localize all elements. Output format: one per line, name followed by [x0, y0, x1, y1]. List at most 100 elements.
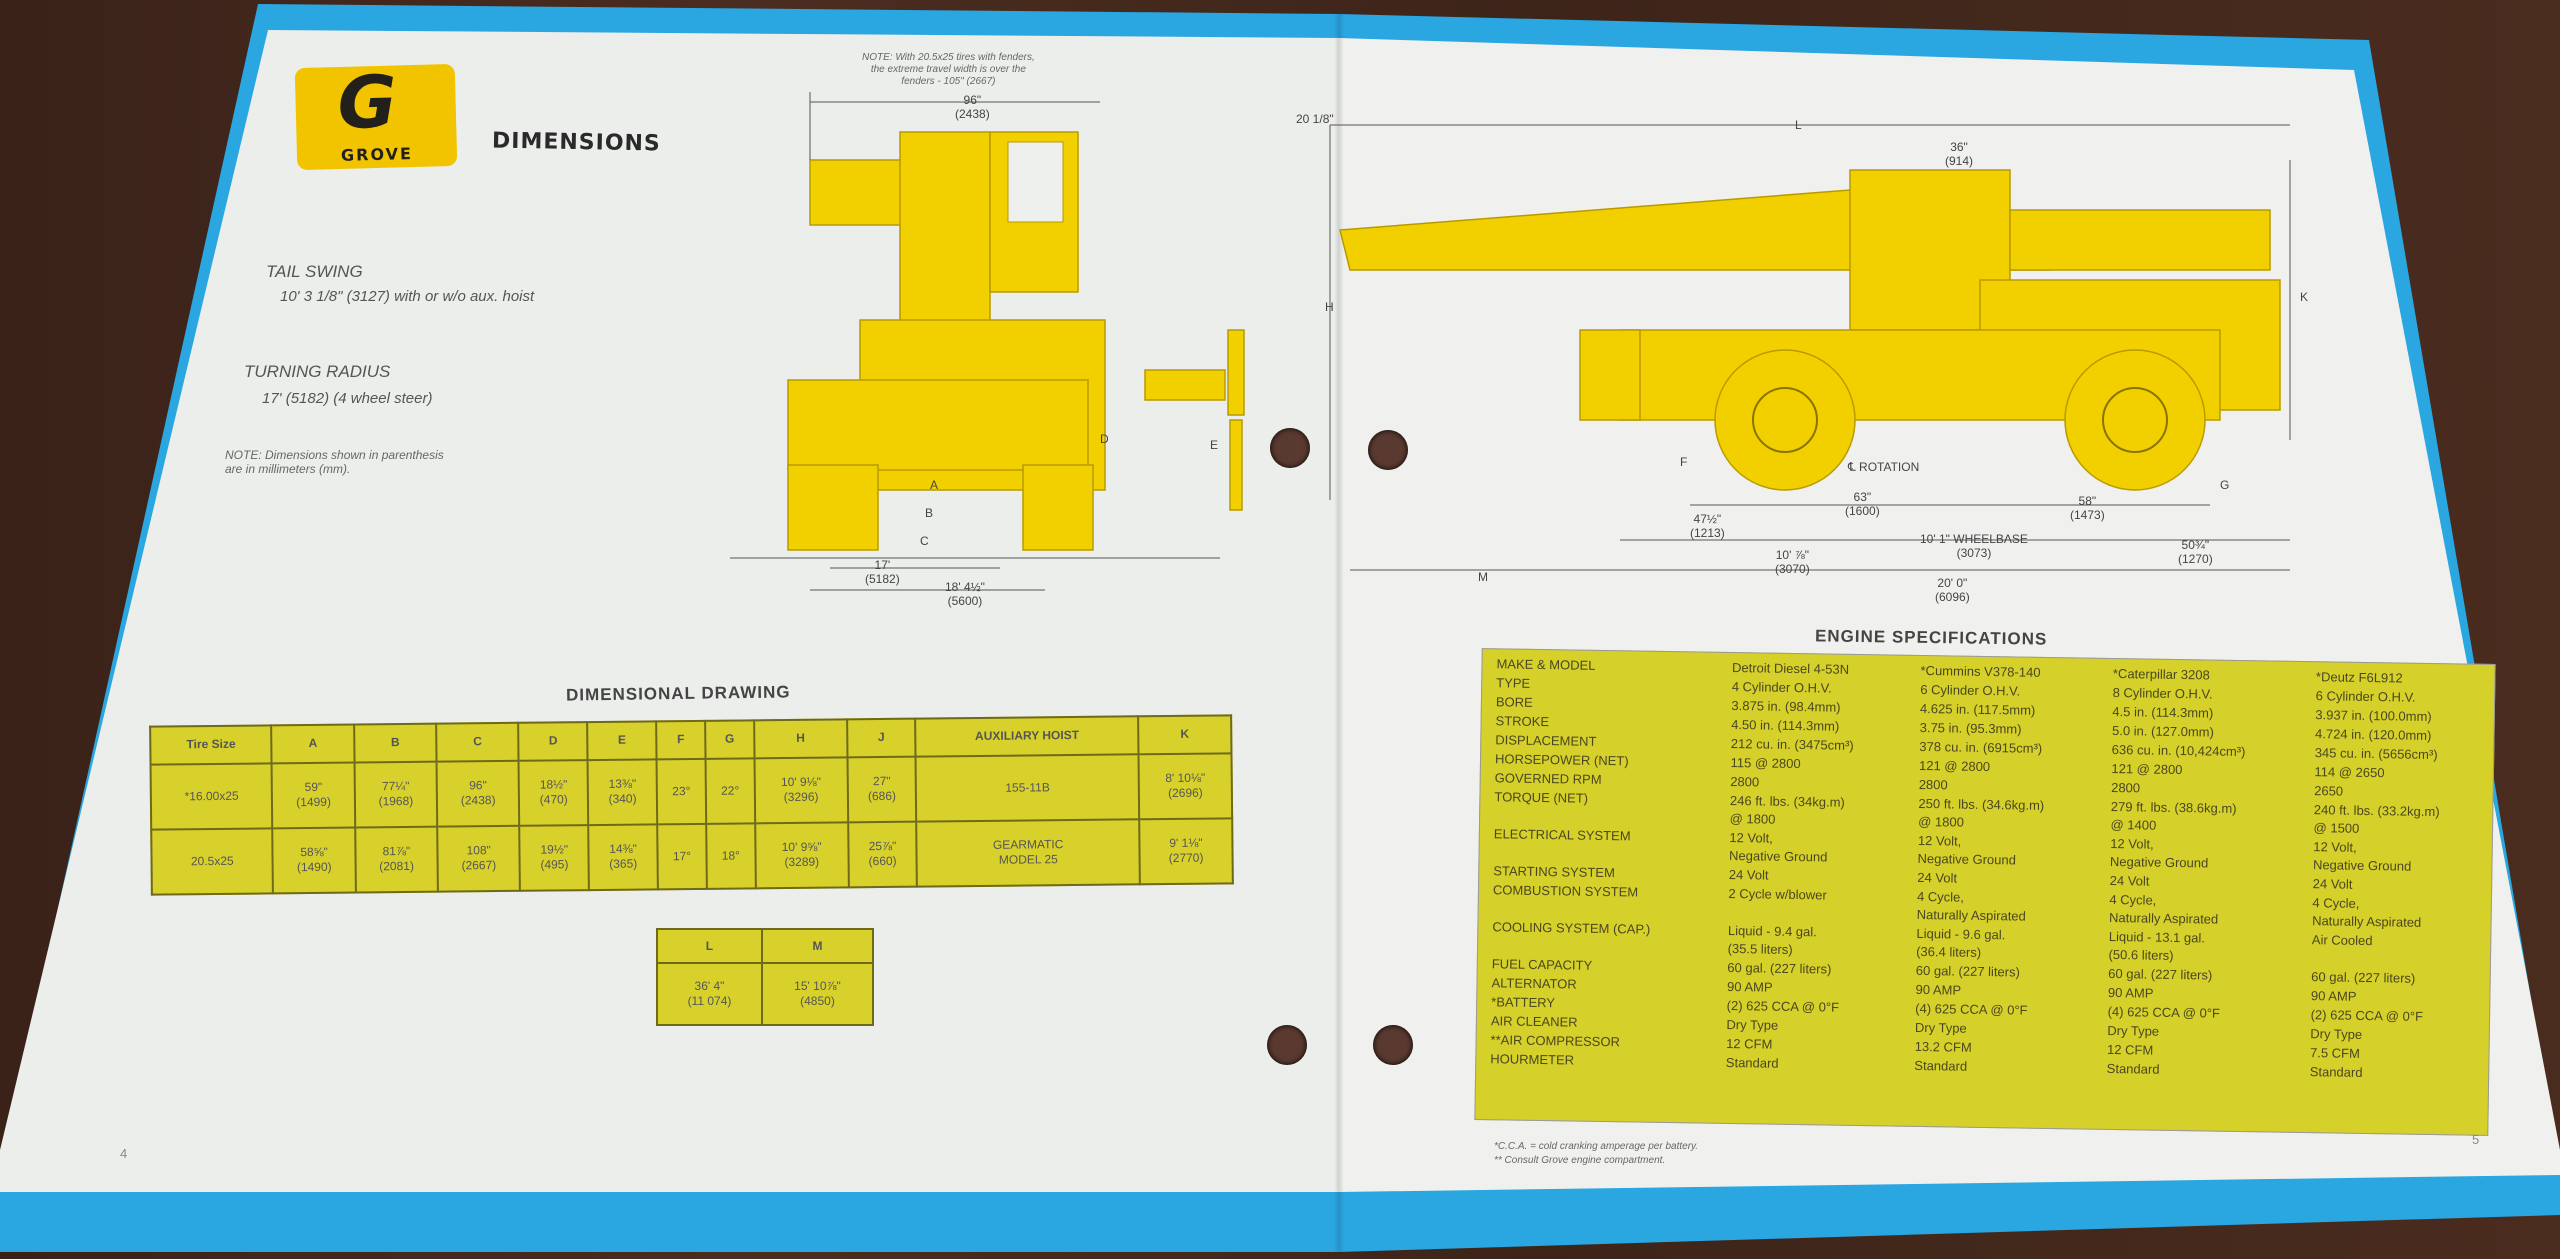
table-cell: 4 Cycle, Naturally Aspirated — [1916, 888, 2026, 924]
table-cell: Standard — [2106, 1060, 2160, 1077]
dim-b: B — [925, 506, 934, 520]
dim-overall: 20' 0" (6096) — [1935, 576, 1970, 604]
table-cell: 19½" (495) — [519, 825, 590, 891]
page-title: DIMENSIONS — [491, 128, 661, 157]
dim-l: L — [1795, 118, 1802, 132]
logo-word: GROVE — [340, 144, 414, 165]
rotation-label: ℄ ROTATION — [1848, 460, 1920, 474]
table-cell: Liquid - 9.4 gal. (35.5 liters) — [1727, 922, 1817, 957]
dim-47: 47½" (1213) — [1690, 512, 1725, 540]
crane-front-view-drawing — [730, 92, 1245, 591]
outrigger-beam — [1144, 369, 1226, 401]
table-cell: 14⅜" (365) — [588, 824, 658, 891]
left-tire — [787, 464, 879, 551]
table-cell: 9' 1⅛" (2770) — [1139, 818, 1233, 885]
table-cell: A — [271, 724, 355, 764]
table-cell: K — [1138, 715, 1232, 755]
boom-section — [809, 159, 903, 226]
table-cell: *16.00x25 — [150, 763, 273, 830]
table-cell: 13⅜" (340) — [587, 759, 658, 826]
turning-radius-label: TURNING RADIUS — [244, 362, 391, 381]
table-cell: HOURMETER — [1490, 1051, 1575, 1068]
dim-turning: 17' (5182) — [865, 558, 900, 586]
table-cell: 12 Volt, Negative Ground — [2109, 835, 2209, 871]
dim-f: F — [1680, 455, 1688, 469]
table-cell: 96" (2438) — [436, 760, 520, 827]
table-cell: 4 Cycle, Naturally Aspirated — [2108, 891, 2219, 927]
table-cell: 10' 9⅛" (3296) — [754, 757, 848, 824]
table-cell: Liquid - 9.6 gal. (36.4 liters) — [1916, 925, 2006, 960]
binder-hole — [1368, 430, 1408, 470]
table-cell: E — [587, 721, 657, 761]
binder-hole — [1267, 1025, 1307, 1065]
dimensional-drawing-title: DIMENSIONAL DRAWING — [565, 682, 791, 705]
table-cell: G — [705, 720, 755, 759]
table-cell: 20.5x25 — [151, 828, 274, 895]
outrigger-jack — [1227, 329, 1245, 416]
table-cell: 18° — [706, 823, 756, 889]
dim-wheelbase: 10' 1" WHEELBASE (3073) — [1920, 532, 2028, 560]
tail-swing-value: 10' 3 1/8" (3127) with or w/o aux. hoist — [280, 288, 535, 305]
table-cell: Air Cooled — [2311, 932, 2373, 949]
table-cell: 155-11B — [915, 754, 1140, 822]
table-cell: Liquid - 13.1 gal. (50.6 liters) — [2108, 928, 2206, 963]
dim-10: 10' ⅞" (3070) — [1775, 548, 1810, 576]
brochure-spine — [1334, 14, 1344, 1252]
binder-hole — [1270, 428, 1310, 468]
table-cell: 108" (2667) — [437, 825, 521, 892]
table-cell: 8' 10⅛" (2696) — [1138, 753, 1233, 820]
table-cell: J — [846, 718, 916, 758]
table-cell: 25⅞" (660) — [847, 821, 918, 888]
table-cell: 12 Volt, Negative Ground — [1917, 832, 2016, 868]
dim-k: K — [2300, 290, 2309, 304]
table-cell: Standard — [1725, 1054, 1779, 1071]
table-cell: 23° — [656, 758, 707, 825]
outrigger-box — [787, 379, 1089, 471]
engine-footnote: *C.C.A. = cold cranking amperage per bat… — [1494, 1141, 1699, 1166]
table-cell: 279 ft. lbs. (38.6kg.m) @ 1400 — [2110, 798, 2237, 833]
counterweight — [2009, 209, 2271, 271]
table-cell: TORQUE (NET) — [1494, 789, 1589, 806]
table-cell: 250 ft. lbs. (34.6kg.m) @ 1800 — [1918, 795, 2045, 830]
engine-specs-title: ENGINE SPECIFICATIONS — [1814, 626, 2048, 649]
table-row: 36' 4" (11 074)15' 10⅞" (4850) — [656, 962, 875, 1026]
dim-a: A — [930, 478, 939, 492]
page-number-left: 4 — [120, 1146, 128, 1161]
table-cell: 4 Cycle, Naturally Aspirated — [2312, 895, 2422, 930]
table-cell: 10' 9⅝" (3289) — [754, 822, 849, 889]
table-cell: 12 Volt, Negative Ground — [2312, 839, 2412, 874]
table-cell: 58⅝" (1490) — [272, 827, 356, 894]
table-cell: H — [753, 719, 848, 759]
table-cell: 81⅞" (2081) — [354, 826, 438, 893]
table-cell: L — [656, 927, 763, 965]
table-cell: COMBUSTION SYSTEM — [1492, 882, 1639, 900]
table-cell: 246 ft. lbs. (34kg.m) @ 1800 — [1729, 792, 1845, 827]
dim-h: H — [1325, 300, 1334, 314]
table-cell: 240 ft. lbs. (33.2kg.m) @ 1500 — [2313, 802, 2440, 836]
dim-e: E — [1210, 438, 1219, 452]
table-cell: Standard — [2309, 1064, 2363, 1080]
grove-logo: G GROVE — [294, 59, 458, 171]
right-tire — [1022, 464, 1094, 551]
turning-radius-value: 17' (5182) (4 wheel steer) — [262, 390, 433, 407]
table-cell: C — [436, 722, 519, 762]
tail-swing-label: TAIL SWING — [266, 262, 363, 281]
dim-63: 63" (1600) — [1845, 490, 1880, 518]
logo-letter: G — [336, 59, 398, 145]
table-cell: B — [353, 723, 437, 763]
front-outrigger — [1579, 329, 1641, 421]
table-cell: 12 Volt, Negative Ground — [1728, 829, 1828, 865]
front-wheel — [1714, 349, 1856, 491]
binder-hole — [1373, 1025, 1413, 1065]
table-cell: M — [760, 927, 875, 965]
dim-width: 96" (2438) — [955, 93, 990, 121]
table-cell: 18½" (470) — [518, 760, 589, 826]
table-cell: AUXILIARY HOIST — [915, 716, 1139, 757]
table-cell: 27" (686) — [847, 756, 917, 823]
